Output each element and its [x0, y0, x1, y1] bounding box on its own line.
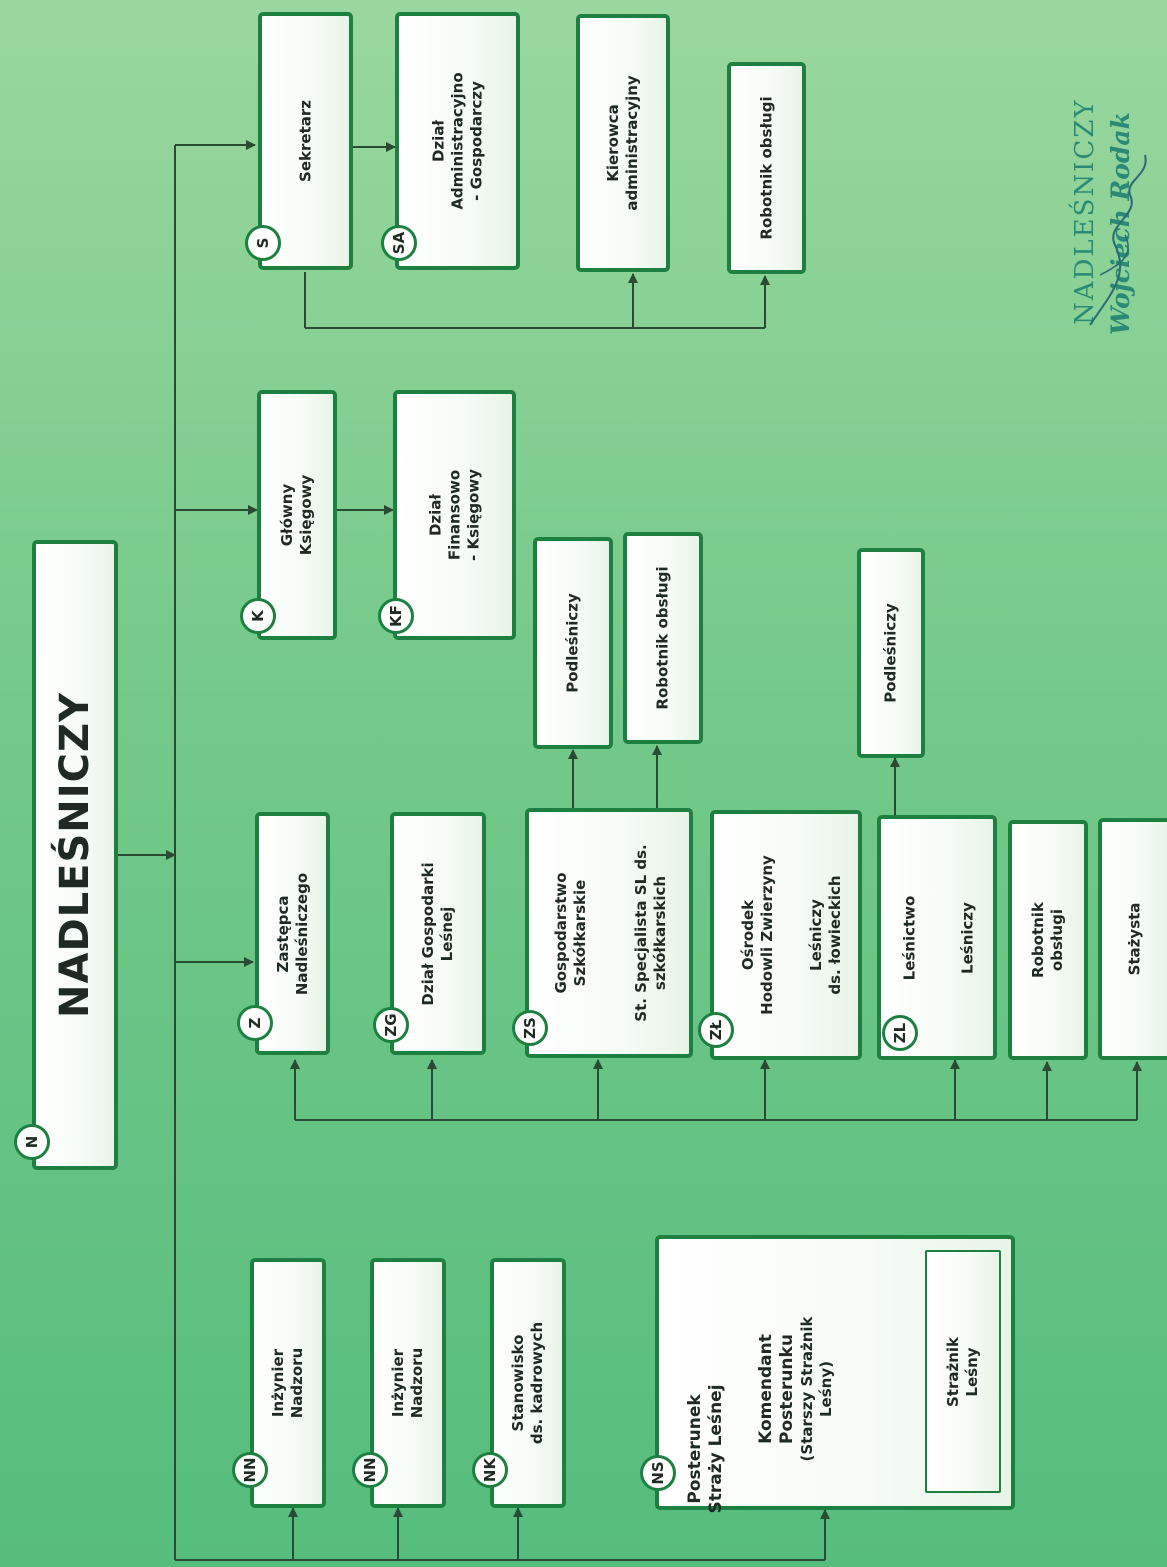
box-robotnik-obslugi-3: Robotnik obsługi [727, 62, 806, 274]
badge-kf: KF [378, 598, 414, 634]
badge-z: Z [237, 1005, 273, 1041]
nadlesniczy-box: NADLEŚNICZY [32, 540, 118, 1170]
box-podlesniczy-2: Podleśniczy [857, 548, 925, 758]
box-robotnik-obslugi-2: Robotnik obsługi [623, 532, 703, 744]
badge-zg: ZG [373, 1007, 409, 1043]
badge-zl-lowieckie: ZŁ [698, 1012, 734, 1048]
page-title: NADLEŚNICZY [52, 692, 98, 1018]
badge-zl: ZL [882, 1015, 918, 1051]
badge-n: N [14, 1124, 50, 1160]
badge-ns: NS [640, 1455, 676, 1491]
badge-zs: ZS [512, 1010, 548, 1046]
box-stazysta: Stażysta [1098, 818, 1167, 1060]
badge-k: K [240, 598, 276, 634]
badge-s: S [245, 225, 281, 261]
box-sekretarz: Sekretarz [258, 12, 353, 270]
box-podlesniczy-1: Podleśniczy [533, 537, 613, 749]
badge-sa: SA [381, 225, 417, 261]
handwritten-signature-icon [1089, 154, 1147, 326]
badge-nk: NK [472, 1452, 508, 1488]
signature-stamp: NADLEŚNICZY Wojciech Rodak [1070, 95, 1165, 345]
badge-nn-1: NN [232, 1452, 268, 1488]
badge-nn-2: NN [352, 1452, 388, 1488]
